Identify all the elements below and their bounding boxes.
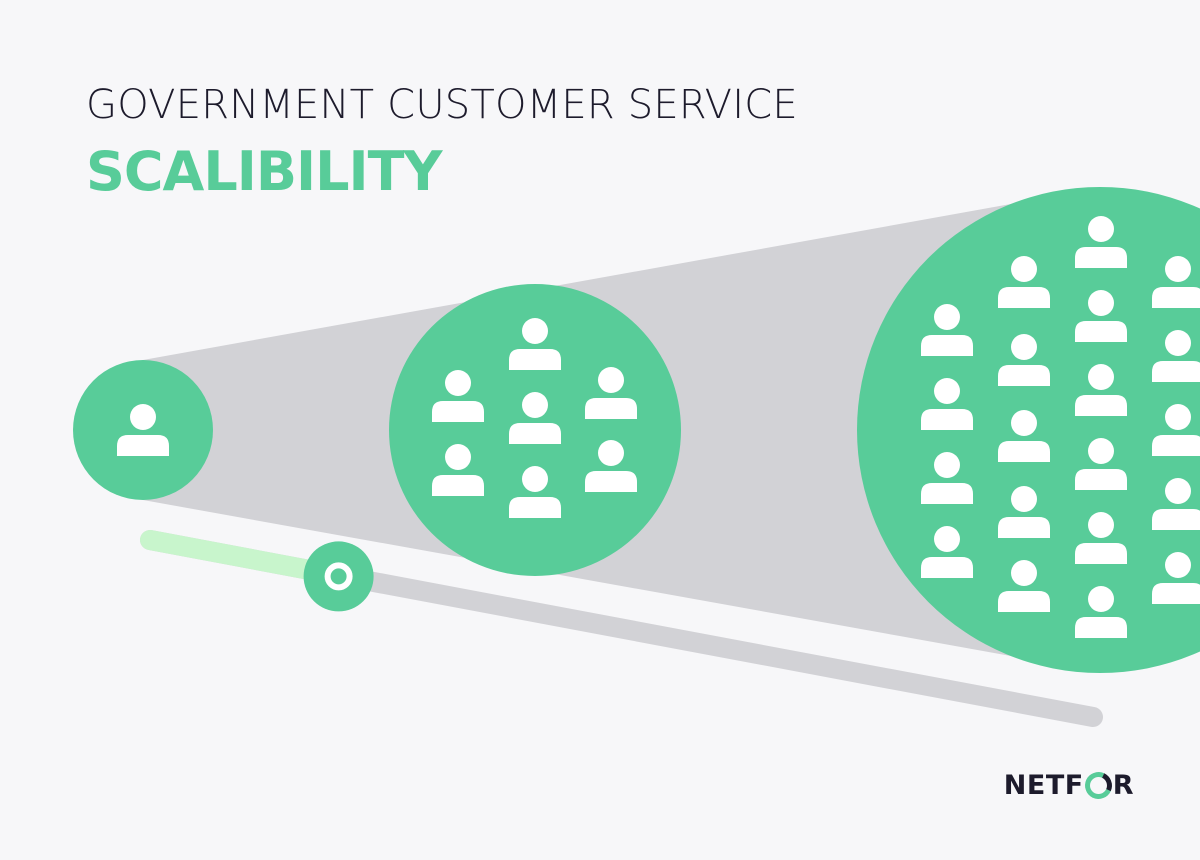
stage-small-group (389, 284, 681, 576)
logo-text-end: R (1112, 770, 1134, 801)
slider-handle-ring (324, 562, 353, 591)
logo-o-icon (1080, 768, 1116, 803)
logo-text-start: NETF (1003, 770, 1084, 801)
stage-single-customer (73, 360, 213, 500)
slider-handle[interactable] (303, 541, 374, 612)
page-title: GOVERNMENT CUSTOMER SERVICE (86, 82, 798, 128)
netfor-logo: NETF R (1003, 768, 1134, 803)
page-subtitle: SCALIBILITY (86, 140, 443, 203)
stage-large-group (857, 187, 1200, 673)
